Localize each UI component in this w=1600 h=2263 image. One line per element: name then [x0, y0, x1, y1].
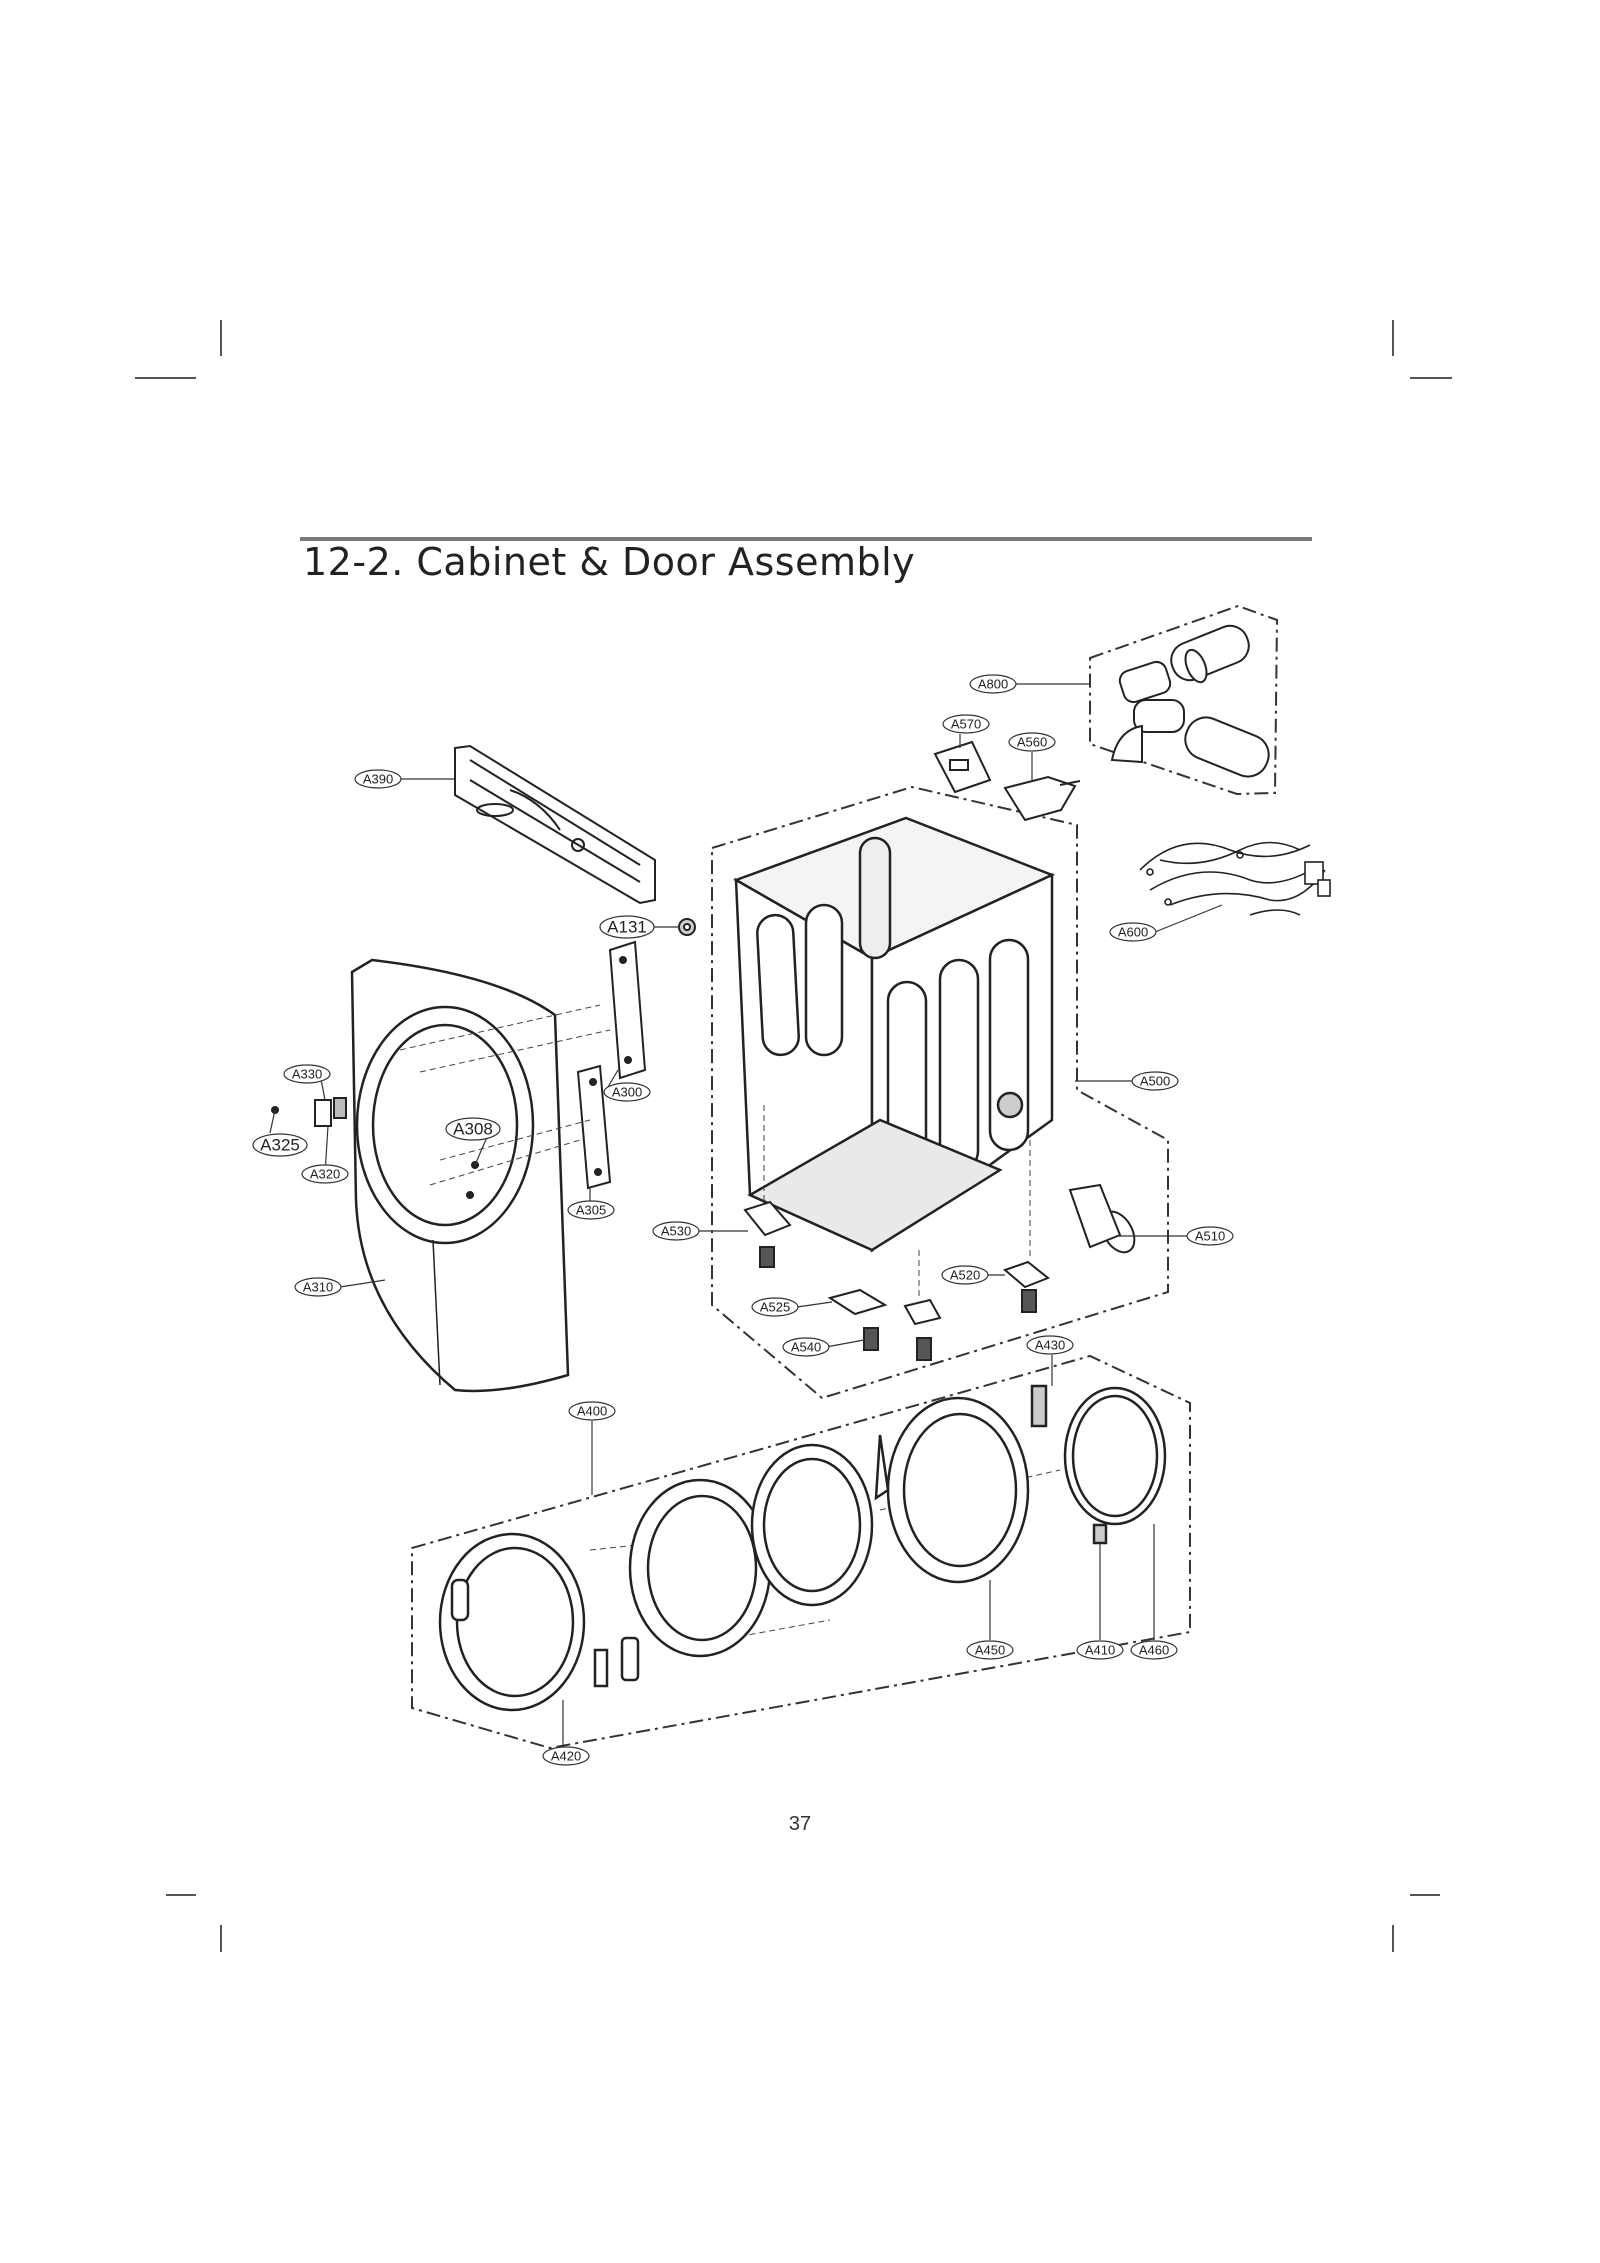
svg-text:A320: A320 [310, 1167, 340, 1182]
part-a420-ring [438, 1532, 586, 1712]
part-labels: A800 A570 A560 A390 A600 A131 A330 A300 [252, 674, 1234, 1766]
part-a300-shape [608, 940, 647, 1080]
svg-text:A330: A330 [292, 1067, 322, 1082]
svg-text:A410: A410 [1085, 1643, 1115, 1658]
label-a450: A450 [966, 1640, 1014, 1660]
part-a520-shape [1003, 1260, 1050, 1289]
cabinet-outline [711, 785, 1169, 1400]
left-hinge-parts [271, 1097, 479, 1199]
part-a460-gasket [1063, 1386, 1167, 1526]
label-a308: A308 [445, 1117, 501, 1141]
svg-text:A325: A325 [260, 1136, 300, 1155]
svg-text:A800: A800 [978, 677, 1008, 692]
hinge-plates [576, 940, 647, 1190]
duct-kit [1110, 624, 1270, 778]
part-a600-shape [1139, 841, 1331, 916]
duct-kit-outline [1089, 604, 1279, 796]
label-a390: A390 [354, 769, 402, 789]
svg-text:A420: A420 [551, 1749, 581, 1764]
part-a570-shape [933, 740, 992, 794]
svg-text:A600: A600 [1118, 925, 1148, 940]
svg-text:A520: A520 [950, 1268, 980, 1283]
part-a525-shape [827, 1288, 888, 1316]
label-a800: A800 [969, 674, 1017, 694]
svg-text:A540: A540 [791, 1340, 821, 1355]
label-a530: A530 [652, 1221, 700, 1241]
label-a500: A500 [1131, 1071, 1179, 1091]
label-a525: A525 [751, 1297, 799, 1317]
label-a330: A330 [283, 1064, 331, 1084]
label-a320: A320 [301, 1164, 349, 1184]
label-a410: A410 [1076, 1640, 1124, 1660]
svg-text:A570: A570 [951, 717, 981, 732]
svg-text:A308: A308 [453, 1120, 493, 1139]
door-parts [438, 1384, 1167, 1712]
label-a400: A400 [568, 1401, 616, 1421]
page-number: 37 [788, 1813, 812, 1835]
svg-text:A400: A400 [577, 1404, 607, 1419]
part-a560-shape [1003, 775, 1077, 822]
label-a520: A520 [941, 1265, 989, 1285]
svg-text:A131: A131 [607, 918, 647, 937]
svg-text:A390: A390 [363, 772, 393, 787]
label-a460: A460 [1130, 1640, 1178, 1660]
label-a540: A540 [782, 1337, 830, 1357]
label-a305: A305 [567, 1200, 615, 1220]
cabinet-legs [743, 1200, 1050, 1361]
door-outline [411, 1354, 1191, 1750]
label-a570: A570 [942, 714, 990, 734]
svg-text:A525: A525 [760, 1300, 790, 1315]
label-a131: A131 [599, 915, 655, 939]
part-a400-ring [628, 1478, 772, 1658]
part-a131-shape [678, 918, 696, 936]
label-a300: A300 [603, 1082, 651, 1102]
svg-text:A460: A460 [1139, 1643, 1169, 1658]
cabinet-shape [733, 816, 1056, 1253]
label-a310: A310 [294, 1277, 342, 1297]
svg-text:A560: A560 [1017, 735, 1047, 750]
svg-text:A530: A530 [661, 1224, 691, 1239]
part-a530-shape [743, 1200, 792, 1237]
label-a560: A560 [1008, 732, 1056, 752]
svg-text:A500: A500 [1140, 1074, 1170, 1089]
label-a430: A430 [1026, 1335, 1074, 1355]
label-a420: A420 [542, 1746, 590, 1766]
part-a305-shape [576, 1064, 612, 1190]
group-outlines [411, 604, 1279, 1750]
svg-text:A305: A305 [576, 1203, 606, 1218]
part-a510-shape [1068, 1183, 1136, 1254]
svg-text:A450: A450 [975, 1643, 1005, 1658]
crop-marks [135, 320, 1452, 1952]
label-a600: A600 [1109, 922, 1157, 942]
page-title: 12-2. Cabinet & Door Assembly [303, 540, 916, 584]
part-a390-shape [454, 744, 656, 905]
svg-text:A300: A300 [612, 1085, 642, 1100]
svg-text:A430: A430 [1035, 1338, 1065, 1353]
svg-text:A510: A510 [1195, 1229, 1225, 1244]
title-rule [300, 537, 1312, 541]
label-a510: A510 [1186, 1226, 1234, 1246]
part-a450-glass [750, 1443, 874, 1607]
label-a325: A325 [252, 1133, 308, 1157]
part-a450-frame [874, 1396, 1030, 1584]
svg-text:A310: A310 [303, 1280, 333, 1295]
